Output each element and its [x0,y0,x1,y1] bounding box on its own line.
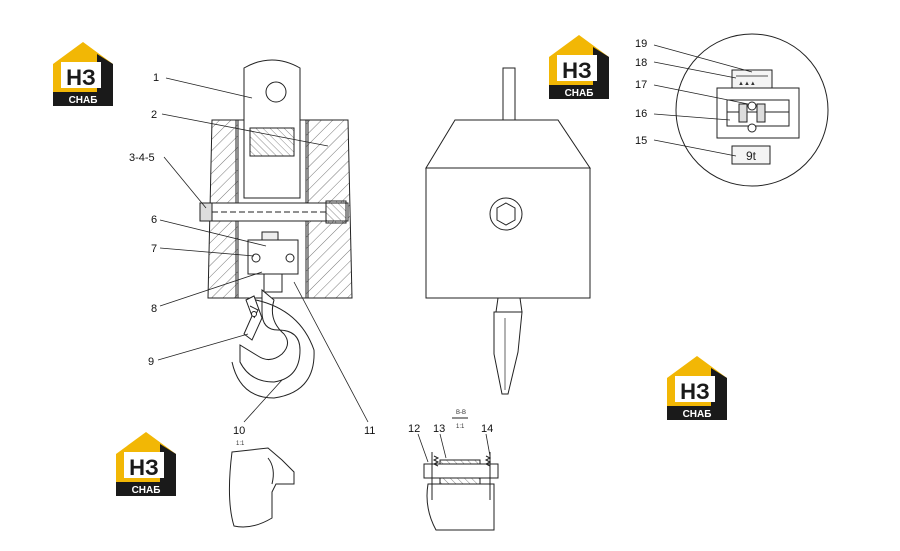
section-view [199,59,353,399]
callout-14: 14 [481,423,493,435]
detail-10: 1:1 [228,441,295,528]
detail-bb: B-B 1:1 [423,410,499,531]
callout-6: 6 [151,214,157,226]
logo-letters: НЗ [562,58,592,83]
logo-letters: НЗ [66,65,96,90]
callout-11: 11 [364,425,375,437]
svg-text:▲▲▲: ▲▲▲ [738,81,756,87]
callout-10: 10 [233,425,245,437]
callout-7: 7 [151,243,157,255]
callout-3-4-5: 3-4-5 [129,152,155,164]
callout-2: 2 [151,109,157,121]
logo-letters: НЗ [129,455,159,480]
logo-right: НЗ СНАБ [667,356,727,420]
logo-bottom-left: НЗ СНАБ [116,432,176,496]
callout-8: 8 [151,303,157,315]
front-view [425,67,591,395]
logo-caption: СНАБ [683,409,712,420]
callout-labels: 1 2 3-4-5 6 7 8 9 10 11 12 13 14 15 16 1… [129,38,647,437]
logo-caption: СНАБ [565,88,594,99]
callout-18: 18 [635,57,647,69]
logo-top-left: НЗ СНАБ [53,42,113,106]
section-scale: 1:1 [456,424,465,430]
capacity-plate-text: 9t [746,149,757,163]
top-view: ▲▲▲ 9t [675,33,829,187]
logo-top-center: НЗ СНАБ [549,35,609,99]
callout-12: 12 [408,423,420,435]
detail-10-scale: 1:1 [236,441,245,447]
callout-15: 15 [635,135,647,147]
callout-13: 13 [433,423,445,435]
logo-caption: СНАБ [132,485,161,496]
logo-caption: СНАБ [69,95,98,106]
callout-19: 19 [635,38,647,50]
callout-9: 9 [148,356,154,368]
logo-letters: НЗ [680,379,710,404]
callout-17: 17 [635,79,647,91]
callout-1: 1 [153,72,159,84]
section-title: B-B [456,410,466,416]
callout-16: 16 [635,108,647,120]
leader-lines [157,44,753,463]
